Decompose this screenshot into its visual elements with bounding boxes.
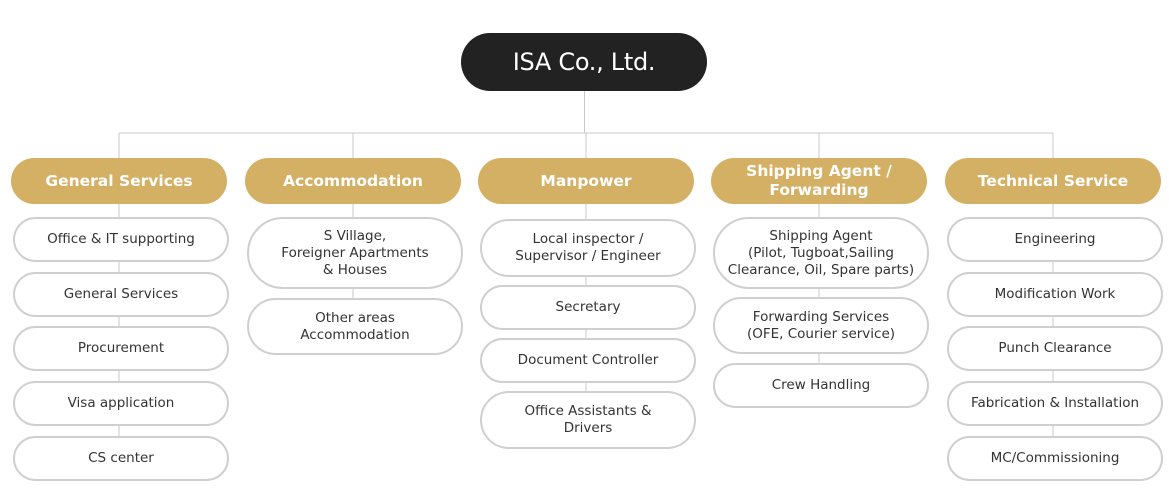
item-office-it-supporting: Office & IT supporting <box>13 217 229 262</box>
item-local-inspector: Local inspector / Supervisor / Engineer <box>480 219 696 277</box>
category-accommodation: Accommodation <box>245 158 461 204</box>
item-office-assistants-drivers: Office Assistants & Drivers <box>480 391 696 449</box>
item-secretary: Secretary <box>480 285 696 330</box>
item-shipping-agent: Shipping Agent (Pilot, Tugboat,Sailing C… <box>713 217 929 289</box>
item-fabrication-installation: Fabrication & Installation <box>947 381 1163 426</box>
item-visa-application: Visa application <box>13 381 229 426</box>
item-crew-handling: Crew Handling <box>713 363 929 408</box>
item-mc-commissioning: MC/Commissioning <box>947 436 1163 481</box>
item-other-areas-accommodation: Other areas Accommodation <box>247 298 463 355</box>
item-forwarding-services: Forwarding Services (OFE, Courier servic… <box>713 297 929 354</box>
item-general-services: General Services <box>13 272 229 317</box>
root-node: ISA Co., Ltd. <box>461 33 707 91</box>
item-cs-center: CS center <box>13 436 229 481</box>
item-document-controller: Document Controller <box>480 338 696 383</box>
item-procurement: Procurement <box>13 326 229 371</box>
category-manpower: Manpower <box>478 158 694 204</box>
item-engineering: Engineering <box>947 217 1163 262</box>
item-modification-work: Modification Work <box>947 272 1163 317</box>
item-s-village: S Village, Foreigner Apartments & Houses <box>247 217 463 289</box>
category-technical-service: Technical Service <box>945 158 1161 204</box>
item-punch-clearance: Punch Clearance <box>947 326 1163 371</box>
category-shipping-agent-forwarding: Shipping Agent / Forwarding <box>711 158 927 204</box>
category-general-services: General Services <box>11 158 227 204</box>
